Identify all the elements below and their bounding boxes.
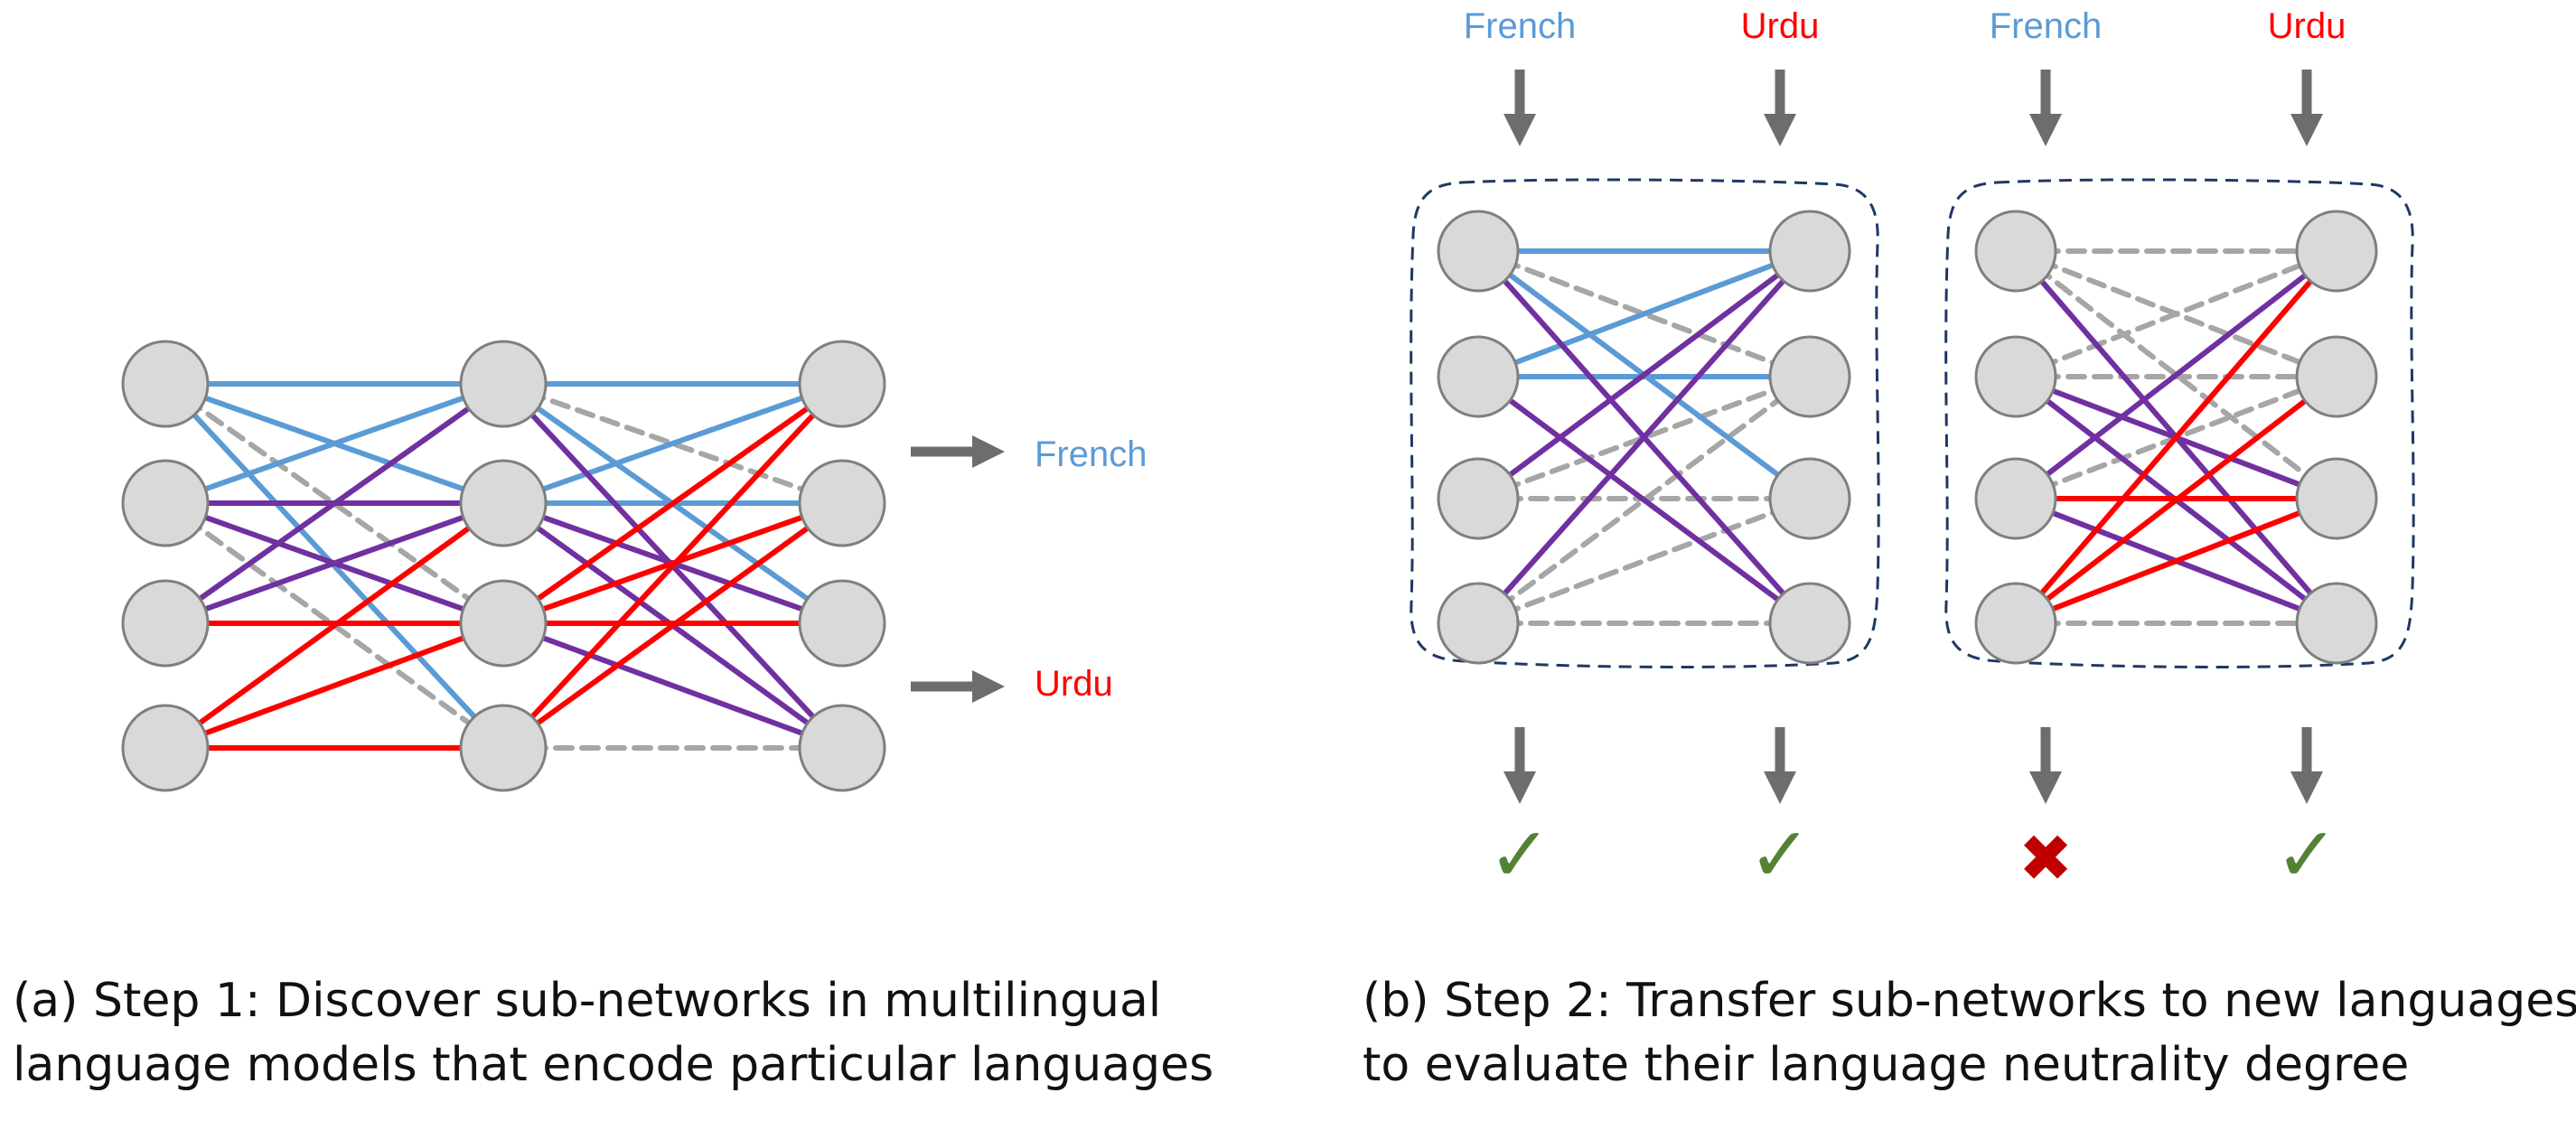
caption-a-line1: (a) Step 1: Discover sub-networks in mul… [13, 974, 1162, 1028]
success-check-icon: ✓ [2275, 812, 2338, 897]
panel-a-node [121, 579, 210, 668]
french-output-arrow [911, 435, 1005, 468]
panel-a-node [121, 340, 210, 428]
caption-a-line2: language models that encode particular l… [13, 1037, 1214, 1092]
input-label-urdu: Urdu [1741, 6, 1820, 46]
input-arrow [2290, 70, 2323, 146]
urdu-subnetwork-boundary [1944, 178, 2415, 668]
output-arrow [2029, 727, 2062, 804]
urdu-output-label: Urdu [1035, 664, 1113, 704]
panel-a-node [121, 459, 210, 547]
urdu-subnetwork-node [2295, 582, 2378, 665]
panel-a-urdu-edge [501, 381, 845, 626]
panel-b-edges [1475, 248, 2339, 626]
french-subnetwork-french-edge [1475, 248, 1813, 379]
panel-a-urdu-edge [163, 500, 506, 751]
panel-a-nodes [121, 340, 886, 792]
panel-a-network: French Urdu [121, 340, 1147, 792]
urdu-subnetwork-node [1974, 457, 2057, 540]
urdu-subnetwork-urdu-edge [2013, 374, 2339, 626]
french-subnetwork-boundary [1410, 178, 1880, 668]
panel-a-node [459, 340, 548, 428]
panel-a-urdu-edge [163, 621, 506, 751]
french-subnetwork-inactive-edge [1475, 374, 1813, 501]
french-subnetwork-node [1768, 582, 1851, 665]
french-subnetwork-node [1768, 457, 1851, 540]
caption-b-line2: to evaluate their language neutrality de… [1363, 1037, 2410, 1092]
panel-a-node [798, 579, 886, 668]
panel-a-node [798, 459, 886, 547]
french-output-label: French [1035, 434, 1147, 474]
caption-b-line1: (b) Step 2: Transfer sub-networks to new… [1363, 974, 2576, 1028]
urdu-subnetwork-urdu-edge [2013, 248, 2339, 626]
input-label-french: French [1464, 6, 1577, 46]
urdu-output-arrow [911, 670, 1005, 703]
urdu-subnetwork-node [2295, 457, 2378, 540]
french-subnetwork-node [1437, 457, 1520, 540]
panel-a-urdu-edge [501, 500, 845, 626]
caption-b: (b) Step 2: Transfer sub-networks to new… [1363, 969, 2576, 1097]
urdu-subnetwork-inactive-edge [2013, 248, 2339, 501]
french-subnetwork-shared-edge [1475, 248, 1813, 501]
failure-cross-icon: ✖ [2019, 823, 2073, 895]
french-subnetwork-inactive-edge [1475, 374, 1813, 626]
output-arrow [1503, 727, 1536, 804]
panel-a-shared-edge [163, 381, 506, 626]
panel-a-edges [163, 381, 845, 751]
panel-b-input-labels: French Urdu French Urdu [1464, 6, 2347, 46]
french-subnetwork-shared-edge [1475, 248, 1813, 626]
input-arrow [1764, 70, 1796, 146]
panel-b-nodes [1437, 210, 2378, 665]
output-arrow [2290, 727, 2323, 804]
caption-a: (a) Step 1: Discover sub-networks in mul… [13, 969, 1213, 1097]
french-subnetwork-inactive-edge [1475, 496, 1813, 626]
panel-a-node [459, 704, 548, 792]
urdu-subnetwork-shared-edge [2013, 248, 2339, 501]
input-label-french: French [1990, 6, 2103, 46]
urdu-subnetwork-node [1974, 582, 2057, 665]
french-subnetwork-shared-edge [1475, 374, 1813, 626]
urdu-subnetwork-node [1974, 210, 2057, 293]
panel-a-french-edge [501, 381, 845, 506]
panel-a-node [121, 704, 210, 792]
panel-a-node [798, 704, 886, 792]
urdu-subnetwork-urdu-edge [2013, 496, 2339, 626]
panel-a-node [459, 459, 548, 547]
french-subnetwork-node [1768, 210, 1851, 293]
panel-b-arrows [1503, 70, 2323, 804]
panel-a-french-edge [163, 381, 506, 506]
panel-b: French Urdu French Urdu ✓ ✓ ✖ ✓ [1410, 6, 2415, 897]
french-subnetwork-inactive-edge [1475, 248, 1813, 379]
panel-a-node [459, 579, 548, 668]
success-check-icon: ✓ [1488, 812, 1551, 897]
urdu-subnetwork-node [1974, 335, 2057, 418]
panel-a-shared-edge [501, 621, 845, 751]
panel-a-shared-edge [163, 500, 506, 626]
urdu-subnetwork-inactive-edge [2013, 248, 2339, 379]
panel-a-urdu-edge [501, 500, 845, 751]
urdu-subnetwork-node [2295, 210, 2378, 293]
input-arrow [1503, 70, 1536, 146]
output-arrow [1764, 727, 1796, 804]
panel-a-inactive-edge [501, 381, 845, 506]
french-subnetwork-node [1437, 210, 1520, 293]
panel-a-node [798, 340, 886, 428]
urdu-subnetwork-node [2295, 335, 2378, 418]
input-label-urdu: Urdu [2268, 6, 2347, 46]
french-subnetwork-node [1437, 335, 1520, 418]
panel-b-outcomes: ✓ ✓ ✖ ✓ [1488, 812, 2338, 897]
success-check-icon: ✓ [1748, 812, 1812, 897]
input-arrow [2029, 70, 2062, 146]
french-subnetwork-node [1437, 582, 1520, 665]
french-subnetwork-node [1768, 335, 1851, 418]
